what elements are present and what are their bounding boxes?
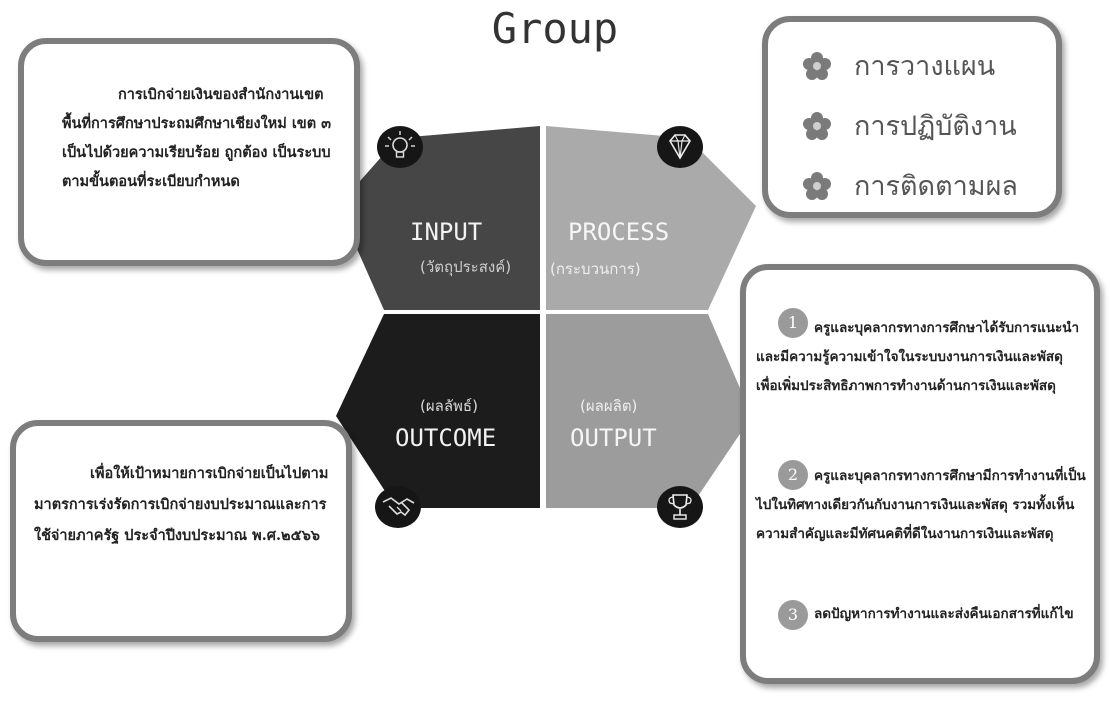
process-list-item: การวางแผน (802, 44, 995, 87)
input-quadrant (338, 126, 540, 310)
output-list-box: 1 ครูและบุคลากรทางการศึกษาได้รับการแนะนำ… (740, 264, 1100, 684)
handshake-icon (375, 486, 421, 528)
output-quadrant (546, 314, 752, 508)
output-label: OUTPUT (570, 424, 657, 452)
flower-icon (803, 51, 831, 80)
outcome-sublabel: (ผลลัพธ์) (420, 397, 478, 415)
flower-icon (803, 171, 831, 200)
process-item-label: การปฏิบัติงาน (854, 111, 1017, 142)
lightbulb-icon (377, 126, 423, 168)
process-list-box: การวางแผน การปฏิบัติงาน การติดตามผล (762, 16, 1062, 218)
process-quadrant (546, 126, 756, 310)
output-item-number: 3 (778, 600, 808, 630)
output-sublabel: (ผลผลิต) (580, 397, 638, 415)
input-sublabel: (วัตถุประสงค์) (420, 258, 512, 276)
output-item-text: ลดปัญหาการทำงานและส่งคืนเอกสารที่แก้ไข (814, 606, 1074, 622)
trophy-icon (657, 486, 703, 528)
input-label: INPUT (410, 218, 483, 246)
output-item-text: ครูและบุคลากรทางการศึกษาได้รับการแนะนำ แ… (756, 320, 1080, 394)
process-list-item: การปฏิบัติงาน (802, 104, 1017, 147)
outcome-label: OUTCOME (395, 424, 497, 452)
diagram-title: Group (491, 4, 619, 53)
outcome-quadrant (336, 314, 540, 508)
process-label: PROCESS (568, 218, 670, 246)
flower-icon (803, 111, 831, 140)
output-item-text: ครูและบุคลากรทางการศึกษามีการทำงานที่เป็… (756, 468, 1086, 542)
process-item-label: การติดตามผล (854, 171, 1018, 202)
input-description-text: การเบิกจ่ายเงินของสำนักงานเขตพื้นที่การศ… (62, 86, 332, 190)
diamond-icon (657, 126, 703, 168)
outcome-description-text: เพื่อให้เป้าหมายการเบิกจ่ายเป็นไปตามมาตร… (34, 465, 329, 544)
process-list-item: การติดตามผล (802, 164, 1018, 207)
output-item-number: 1 (778, 308, 808, 338)
process-sublabel: (กระบวนการ) (550, 260, 641, 278)
process-item-label: การวางแผน (854, 51, 996, 82)
outcome-description-box: เพื่อให้เป้าหมายการเบิกจ่ายเป็นไปตามมาตร… (10, 420, 352, 642)
output-item-number: 2 (778, 460, 808, 490)
input-description-box: การเบิกจ่ายเงินของสำนักงานเขตพื้นที่การศ… (18, 38, 360, 266)
